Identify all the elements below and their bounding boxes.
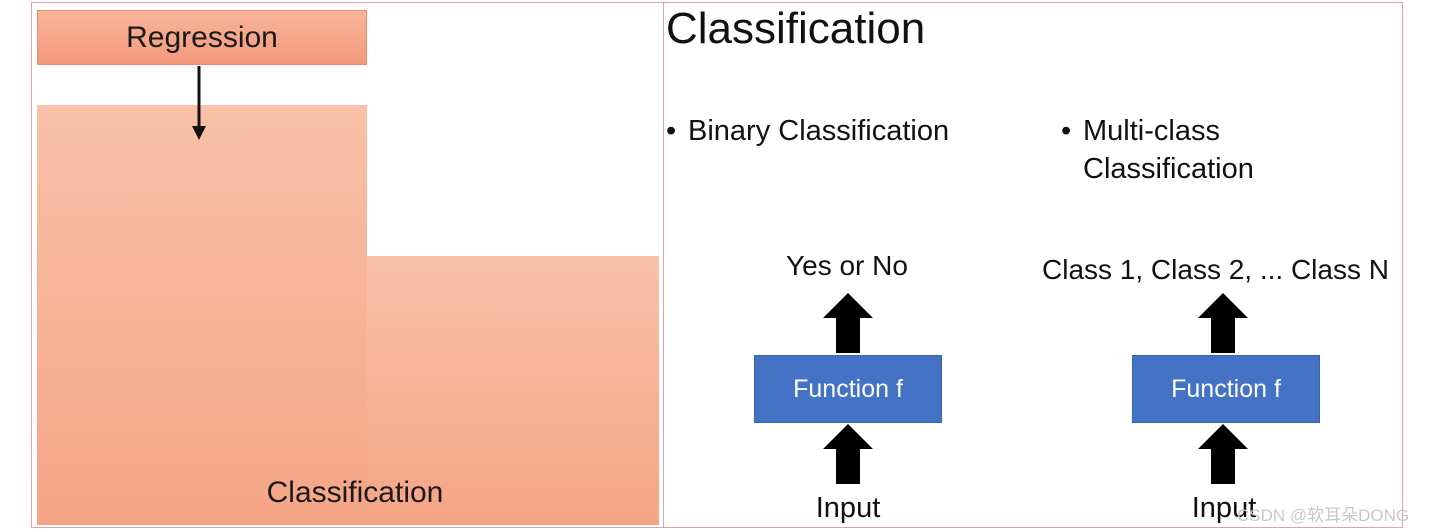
multiclass-output: Class 1, Class 2, ... Class N <box>1042 254 1389 285</box>
short-bar <box>367 256 659 525</box>
watermark: CSDN @软耳朵DONG <box>1237 506 1410 525</box>
bullet-binary-text: Binary Classification <box>688 115 950 147</box>
arrow-up-icon <box>1198 424 1248 484</box>
regression-label: Regression <box>126 20 278 54</box>
bullet-binary: • Binary Classification <box>666 112 950 150</box>
binary-function-label: Function f <box>793 374 903 403</box>
multiclass-input: Input <box>1191 492 1257 524</box>
multiclass-function-box: Function f <box>1132 355 1320 423</box>
binary-input: Input <box>815 492 881 524</box>
binary-output: Yes or No <box>786 250 908 281</box>
bullet-multiclass: • Multi-class Classification <box>1061 112 1254 188</box>
regression-box: Regression <box>37 10 367 65</box>
multiclass-function-label: Function f <box>1171 374 1281 403</box>
tall-bar <box>37 105 367 525</box>
bullet-multiclass-line2: Classification <box>1083 153 1254 185</box>
arrow-up-icon <box>823 424 873 484</box>
bullet-dot: • <box>1061 115 1072 147</box>
binary-function-box: Function f <box>754 355 942 423</box>
bullet-dot: • <box>666 115 677 147</box>
arrow-up-icon <box>823 293 873 353</box>
arrow-up-icon <box>1198 293 1248 353</box>
panel-divider <box>663 2 664 528</box>
classification-label: Classification <box>266 476 444 509</box>
slide-title: Classification <box>666 4 926 53</box>
arrow-down-icon <box>192 66 206 140</box>
slide-frame <box>31 2 1403 528</box>
bullet-multiclass-line1: Multi-class <box>1083 115 1220 147</box>
